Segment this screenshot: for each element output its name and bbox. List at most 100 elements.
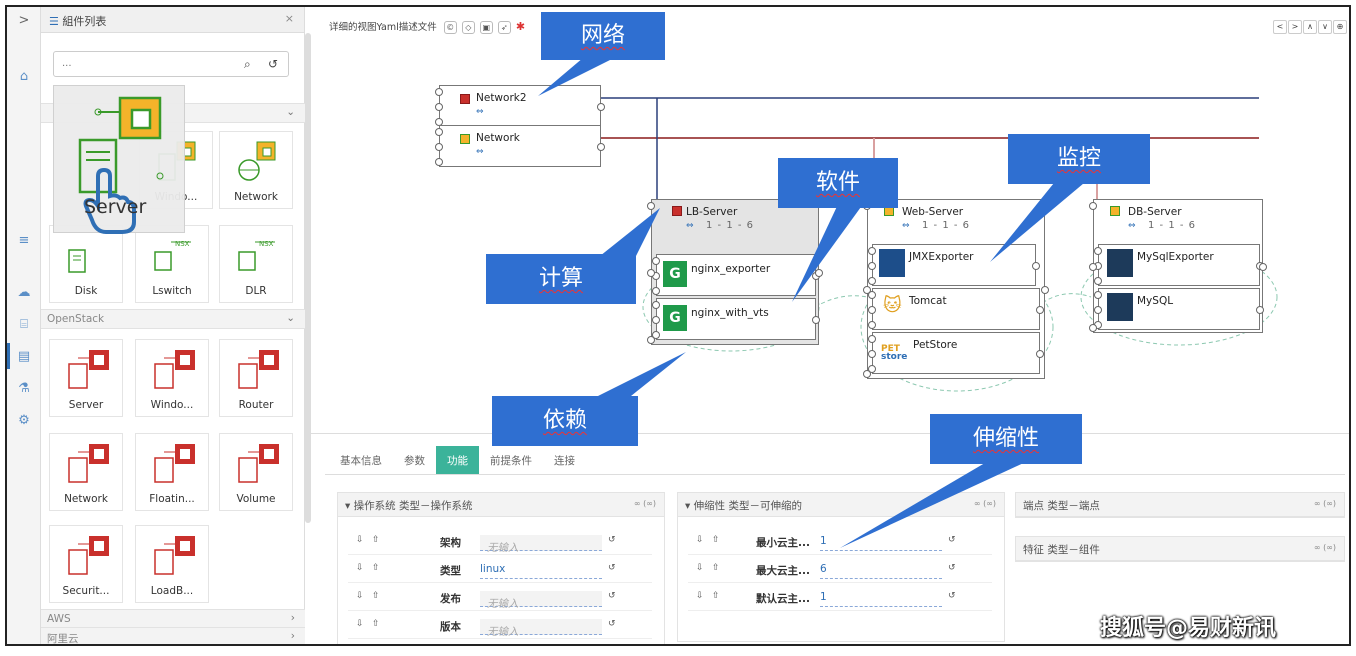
close-icon[interactable]: ×: [284, 12, 294, 25]
download-icon[interactable]: ⇩: [356, 535, 364, 545]
property-value[interactable]: 无输入: [480, 535, 602, 554]
connection-port[interactable]: [652, 287, 660, 295]
copy-icon[interactable]: ©: [443, 21, 457, 34]
drag-ghost-server[interactable]: Server: [53, 85, 185, 234]
tab-basic-info[interactable]: 基本信息: [340, 455, 382, 467]
save-icon[interactable]: ▣: [479, 21, 493, 34]
connection-port[interactable]: [1036, 350, 1044, 358]
tab-prerequisites[interactable]: 前提条件: [490, 455, 532, 467]
property-value[interactable]: 1: [820, 591, 942, 607]
zoom-icon[interactable]: ⊕: [1333, 20, 1347, 34]
feature-panel-header[interactable]: 特征 类型－组件∞ (∞): [1016, 537, 1344, 561]
connection-port[interactable]: [652, 331, 660, 339]
tile-disk[interactable]: Disk: [49, 225, 123, 303]
connection-port[interactable]: [652, 316, 660, 324]
search-icon[interactable]: ⌕: [244, 57, 251, 71]
tile-openstack-3[interactable]: Network: [49, 433, 123, 511]
reset-icon[interactable]: ↺: [268, 57, 279, 71]
upload-icon[interactable]: ⇧: [712, 563, 720, 573]
connection-port[interactable]: [1036, 306, 1044, 314]
connection-port[interactable]: [815, 269, 823, 277]
connection-port[interactable]: [1256, 306, 1264, 314]
upload-icon[interactable]: ⇧: [372, 563, 380, 573]
tile-openstack-2[interactable]: Router: [219, 339, 293, 417]
download-icon[interactable]: ⇩: [356, 619, 364, 629]
node-db-server[interactable]: DB-Server ⇔ 1 - 1 - 6 MySqlExporter MySQ…: [1089, 199, 1267, 333]
undo-icon[interactable]: ↺: [948, 591, 956, 601]
node-web-server[interactable]: Web-Server ⇔ 1 - 1 - 6 JMXExporter 🐱 Tom…: [863, 199, 1049, 379]
connection-port[interactable]: [868, 262, 876, 270]
link-icon[interactable]: ⇔: [902, 221, 910, 231]
tab-connections[interactable]: 连接: [554, 455, 575, 467]
download-icon[interactable]: ⇩: [696, 591, 704, 601]
link-icon[interactable]: ∞ (∞): [1313, 543, 1336, 552]
property-value[interactable]: 1: [820, 535, 942, 551]
upload-icon[interactable]: ⇧: [372, 591, 380, 601]
connection-port[interactable]: [868, 306, 876, 314]
download-icon[interactable]: ⇩: [696, 563, 704, 573]
prev-icon[interactable]: <: [1273, 20, 1287, 34]
asterisk-icon[interactable]: ✱: [515, 20, 526, 33]
connection-port[interactable]: [868, 350, 876, 358]
connection-port[interactable]: [1089, 202, 1097, 210]
property-value[interactable]: 无输入: [480, 619, 602, 638]
node-network[interactable]: Network ⇔: [435, 125, 605, 167]
connection-port[interactable]: [868, 291, 876, 299]
node-network2[interactable]: Network2 ⇔: [435, 85, 605, 127]
cloud-icon[interactable]: ☁: [17, 285, 31, 300]
panel-scrollbar[interactable]: [305, 33, 311, 523]
connection-port[interactable]: [652, 257, 660, 265]
undo-icon[interactable]: ↺: [948, 563, 956, 573]
connection-port[interactable]: [647, 269, 655, 277]
connection-port[interactable]: [652, 301, 660, 309]
connection-port[interactable]: [868, 365, 876, 373]
connection-port[interactable]: [868, 335, 876, 343]
section-aws[interactable]: AWS›: [41, 609, 305, 629]
property-value[interactable]: 无输入: [480, 591, 602, 610]
list-icon[interactable]: ≡: [18, 233, 30, 248]
section-openstack[interactable]: OpenStack⌄: [41, 309, 305, 329]
undo-icon[interactable]: ↺: [948, 535, 956, 545]
subnode-jmx-exporter[interactable]: JMXExporter: [868, 244, 1040, 286]
tile-openstack-5[interactable]: Volume: [219, 433, 293, 511]
link-icon[interactable]: ∞ (∞): [973, 499, 996, 508]
connection-port[interactable]: [863, 370, 871, 378]
connection-port[interactable]: [1089, 324, 1097, 332]
tile-openstack-4[interactable]: Floatin...: [135, 433, 209, 511]
link-icon[interactable]: ⇔: [476, 147, 484, 157]
connection-port[interactable]: [1094, 306, 1102, 314]
connection-port[interactable]: [435, 103, 443, 111]
tile-openstack-6[interactable]: Securit...: [49, 525, 123, 603]
tile-dlr[interactable]: NSX DLR: [219, 225, 293, 303]
property-value[interactable]: 6: [820, 563, 942, 579]
subnode-nginx-exporter[interactable]: G nginx_exporter: [652, 254, 820, 296]
connection-port[interactable]: [1094, 277, 1102, 285]
flask-icon[interactable]: ⚗: [18, 381, 30, 396]
connection-port[interactable]: [1041, 286, 1049, 294]
connection-port[interactable]: [435, 158, 443, 166]
link-icon[interactable]: ⇔: [1128, 221, 1136, 231]
upload-icon[interactable]: ⇧: [372, 619, 380, 629]
down-icon[interactable]: ∨: [1318, 20, 1332, 34]
topology-canvas[interactable]: 详细的视图Yaml描述文件 © ◇ ▣ ➶ ✱ <>∧∨⊕ Network2: [311, 7, 1349, 433]
next-icon[interactable]: >: [1288, 20, 1302, 34]
tab-params[interactable]: 参数: [404, 455, 425, 467]
tile-network[interactable]: Network: [219, 131, 293, 209]
search-input[interactable]: [54, 52, 224, 75]
subnode-tomcat[interactable]: 🐱 Tomcat: [868, 288, 1044, 330]
connection-port[interactable]: [597, 103, 605, 111]
send-icon[interactable]: ➶: [497, 21, 511, 34]
undo-icon[interactable]: ↺: [608, 563, 616, 573]
tile-openstack-7[interactable]: LoadB...: [135, 525, 209, 603]
link-icon[interactable]: ⇔: [476, 107, 484, 117]
connection-port[interactable]: [435, 128, 443, 136]
link-icon[interactable]: ∞ (∞): [633, 499, 656, 508]
dashboard-icon[interactable]: ⌂: [19, 69, 29, 84]
connection-port[interactable]: [868, 247, 876, 255]
tile-openstack-1[interactable]: Windo...: [135, 339, 209, 417]
section-aliyun[interactable]: 阿里云›: [41, 627, 305, 644]
connection-port[interactable]: [868, 277, 876, 285]
connection-port[interactable]: [1259, 263, 1267, 271]
connection-port[interactable]: [863, 286, 871, 294]
expand-chevron-icon[interactable]: >: [18, 13, 30, 28]
